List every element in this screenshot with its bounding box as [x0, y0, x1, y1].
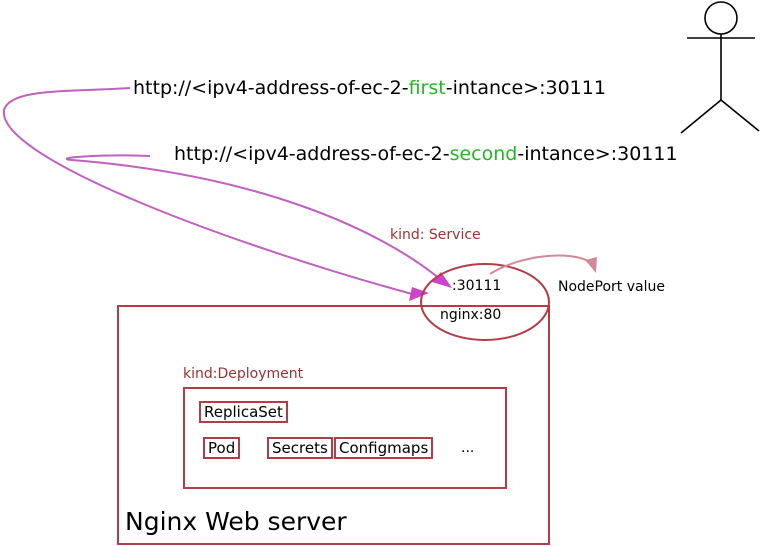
url-second-highlight: second — [449, 143, 518, 165]
service-target: nginx:80 — [440, 307, 502, 323]
arrow-first-url — [2, 87, 413, 295]
pod-box: Pod — [203, 437, 241, 459]
service-kind-label: kind: Service — [390, 227, 481, 243]
nodeport-annotation-arrow — [489, 254, 591, 275]
user-stick-figure-icon — [680, 1, 760, 134]
deployment-box — [183, 387, 507, 489]
deployment-kind-label: kind:Deployment — [183, 366, 304, 382]
nginx-server-box — [117, 305, 550, 545]
nodeport-arrowhead — [585, 257, 597, 273]
nodeport-annotation: NodePort value — [558, 279, 665, 295]
arrowhead-first — [409, 287, 429, 301]
url-first-prefix: http://<ipv4-address-of-ec-2- — [133, 77, 409, 99]
url-first-highlight: first — [408, 77, 446, 99]
arrowhead-second — [432, 272, 452, 288]
replicaset-box: ReplicaSet — [199, 401, 288, 423]
url-first: http://<ipv4-address-of-ec-2-first-intan… — [133, 77, 606, 99]
service-ellipse — [420, 263, 550, 341]
url-first-suffix: -intance>:30111 — [445, 77, 606, 99]
arrow-second-url — [65, 154, 441, 280]
secrets-box: Secrets — [267, 437, 333, 459]
service-port: :30111 — [452, 278, 502, 294]
url-second: http://<ipv4-address-of-ec-2-second-inta… — [174, 143, 678, 165]
server-title: Nginx Web server — [125, 507, 347, 536]
url-second-suffix: -intance>:30111 — [517, 143, 678, 165]
more-items-ellipsis: ... — [461, 440, 475, 456]
url-second-prefix: http://<ipv4-address-of-ec-2- — [174, 143, 450, 165]
configmaps-box: Configmaps — [334, 437, 434, 459]
